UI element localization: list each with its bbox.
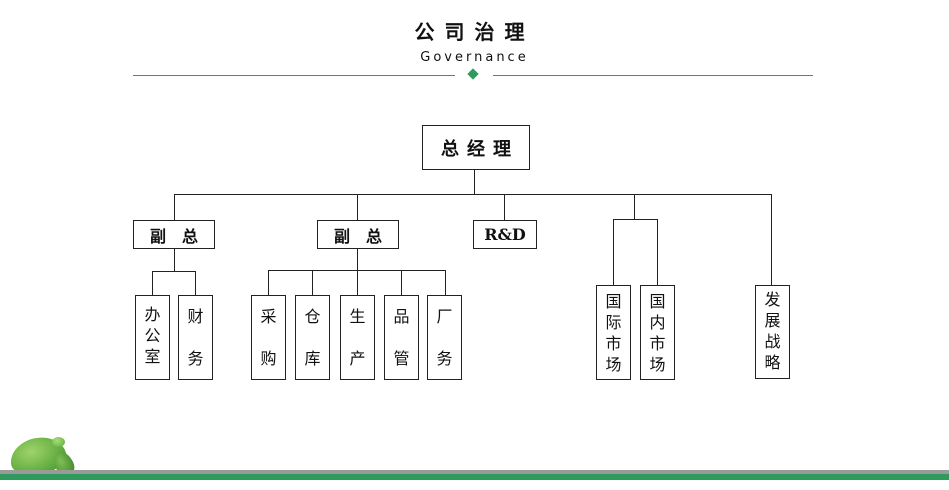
char: 厂 — [436, 307, 453, 326]
org-node-rnd: R&D — [473, 220, 537, 249]
char: 市 — [649, 334, 666, 353]
connector — [613, 219, 657, 220]
connector — [152, 271, 195, 272]
connector — [357, 270, 358, 295]
org-node-domestic-market: 国 内 市 场 — [640, 285, 675, 380]
connector — [174, 194, 175, 220]
org-node-strategy: 发 展 战 略 — [755, 285, 790, 379]
char: 管 — [393, 349, 410, 368]
title-divider-right — [493, 75, 813, 76]
org-node-finance: 财 务 — [178, 295, 213, 380]
char: 务 — [436, 349, 453, 368]
char: 购 — [260, 349, 277, 368]
char: 品 — [393, 307, 410, 326]
char: 公 — [144, 326, 161, 345]
org-node-production: 生 产 — [340, 295, 375, 380]
org-node-office: 办 公 室 — [135, 295, 170, 380]
footer-gray-band — [0, 470, 949, 474]
char: 国 — [649, 292, 666, 311]
org-node-purchasing: 采 购 — [251, 295, 286, 380]
char: 发 — [764, 290, 781, 309]
connector — [401, 270, 402, 295]
connector — [504, 194, 505, 220]
org-node-root: 总经理 — [422, 125, 530, 170]
connector — [634, 194, 635, 219]
connector — [195, 271, 196, 295]
org-node-vice-president-1: 副 总 — [133, 220, 215, 249]
char: 场 — [649, 355, 666, 374]
org-node-plant-affairs: 厂 务 — [427, 295, 462, 380]
char: 际 — [605, 313, 622, 332]
footer-green-band — [0, 474, 949, 480]
org-node-quality: 品 管 — [384, 295, 419, 380]
char: 战 — [764, 332, 781, 351]
connector — [152, 271, 153, 295]
connector — [312, 270, 313, 295]
connector — [357, 248, 358, 270]
char: 内 — [649, 313, 666, 332]
connector — [268, 270, 269, 295]
connector — [174, 194, 772, 195]
connector — [474, 169, 475, 194]
org-node-warehouse: 仓 库 — [295, 295, 330, 380]
divider-diamond-icon — [467, 68, 479, 80]
char: 办 — [144, 305, 161, 324]
char: 场 — [605, 355, 622, 374]
page-subtitle: Governance — [420, 50, 529, 65]
org-node-vice-president-2: 副 总 — [317, 220, 399, 249]
title-divider-left — [133, 75, 455, 76]
connector — [445, 270, 446, 295]
org-node-international-market: 国 际 市 场 — [596, 285, 631, 380]
char: 略 — [764, 353, 781, 372]
char: 仓 — [304, 307, 321, 326]
connector — [268, 270, 445, 271]
connector — [613, 219, 614, 285]
char: 务 — [187, 349, 204, 368]
char: 展 — [764, 311, 781, 330]
char: 采 — [260, 307, 277, 326]
char: 产 — [349, 349, 366, 368]
char: 市 — [605, 334, 622, 353]
connector — [657, 219, 658, 285]
page-title: 公司治理 — [414, 20, 535, 44]
connector — [771, 194, 772, 285]
char: 财 — [187, 307, 204, 326]
connector — [357, 194, 358, 220]
char: 室 — [144, 347, 161, 366]
char: 国 — [605, 292, 622, 311]
char: 生 — [349, 307, 366, 326]
char: 库 — [304, 349, 321, 368]
connector — [174, 248, 175, 271]
